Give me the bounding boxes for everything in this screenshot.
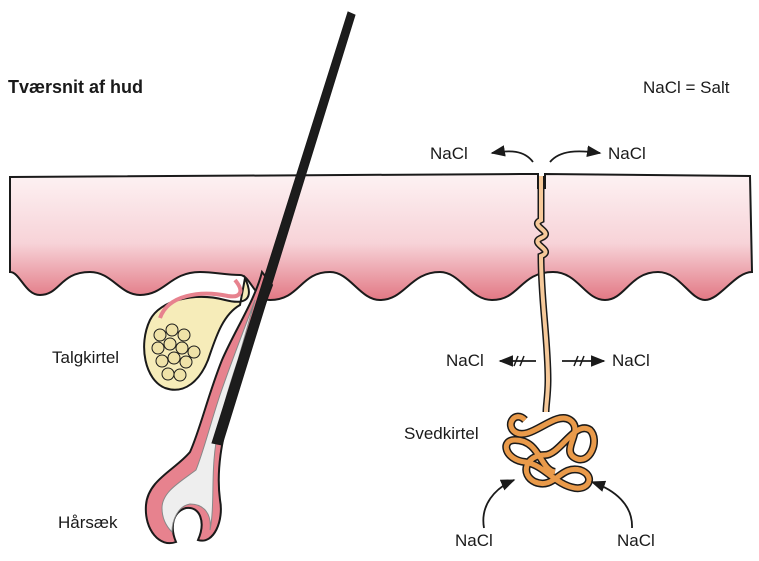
nacl-label-top-right: NaCl	[608, 145, 646, 162]
nacl-label-mid-right: NaCl	[612, 352, 650, 369]
arrow-icon	[492, 151, 533, 162]
nacl-label-bottom-right: NaCl	[617, 532, 655, 549]
sebaceous-gland-label: Talgkirtel	[52, 349, 119, 366]
nacl-label-mid-left: NaCl	[446, 352, 484, 369]
arrow-icon	[550, 151, 600, 162]
diagram-title: Tværsnit af hud	[8, 78, 143, 96]
sweat-gland	[506, 417, 594, 489]
sweat-gland-label: Svedkirtel	[404, 425, 479, 442]
nacl-label-bottom-left: NaCl	[455, 532, 493, 549]
blocked-arrow-icon	[562, 356, 604, 366]
arrow-icon	[483, 480, 514, 528]
arrow-icon	[592, 482, 632, 528]
nacl-label-top-left: NaCl	[430, 145, 468, 162]
legend-text: NaCl = Salt	[643, 79, 729, 96]
blocked-arrow-icon	[500, 356, 536, 366]
hair-follicle-label: Hårsæk	[58, 514, 118, 531]
skin-layer	[10, 174, 752, 300]
